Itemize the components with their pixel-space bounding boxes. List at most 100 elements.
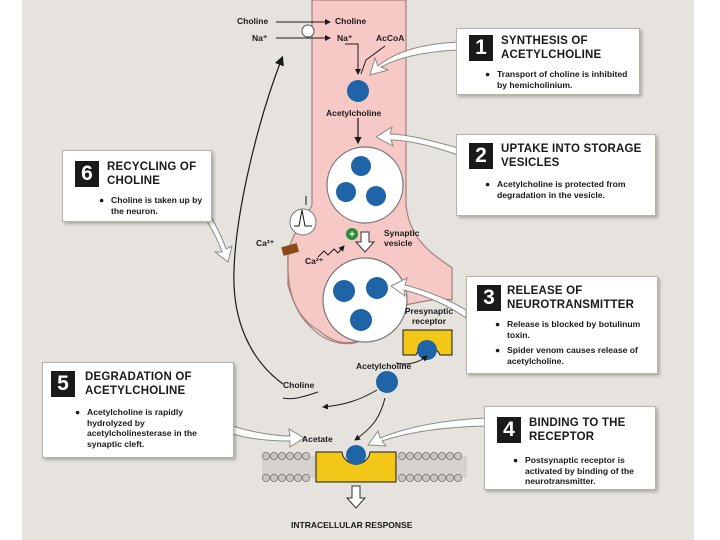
label-presynaptic-receptor: Presynaptic receptor xyxy=(404,306,454,326)
lipid-head xyxy=(405,473,414,482)
panel-bullet: ●Choline is taken up by the neuron. xyxy=(99,195,203,216)
lipid-head xyxy=(301,451,310,460)
panel-degradation: 5 DEGRADATION OF ACETYLCHOLINE ●Acetylch… xyxy=(42,362,234,458)
choline-from-cleft-line xyxy=(282,391,319,400)
lipid-head xyxy=(437,473,446,482)
panel-title: UPTAKE INTO STORAGE VESICLES xyxy=(501,143,642,169)
label-acetylcholine-synthesis: Acetylcholine xyxy=(326,108,382,118)
label-acetylcholine-cleft: Acetylcholine xyxy=(356,361,412,371)
storage-vesicle xyxy=(326,146,404,224)
lipid-head xyxy=(413,451,422,460)
cleft-acetylcholine xyxy=(376,371,398,393)
lipid-head xyxy=(397,473,406,482)
action-potential-trace xyxy=(294,209,312,227)
lipid-head xyxy=(445,451,454,460)
vesicle-molecule xyxy=(336,182,356,202)
panel-title: RECYCLING OF CHOLINE xyxy=(107,161,197,187)
lipid-head xyxy=(397,451,406,460)
lipid-head xyxy=(277,451,286,460)
lipid-head xyxy=(285,451,294,460)
action-potential-icon xyxy=(289,208,317,236)
label-choline-cleft: Choline xyxy=(283,380,315,390)
release-molecule xyxy=(366,277,388,299)
ach-to-receptor-arrow xyxy=(354,397,386,441)
vesicle-molecule xyxy=(366,186,386,206)
choline-transporter xyxy=(301,24,315,38)
label-acetate: Acetate xyxy=(302,434,333,444)
panel-synthesis: 1 SYNTHESIS OF ACETYLCHOLINE ●Transport … xyxy=(456,28,640,95)
vesicle-molecule xyxy=(351,156,371,176)
acetylcholine-molecule xyxy=(347,80,369,102)
panel-5-pointer xyxy=(229,424,305,448)
panel-1-pointer xyxy=(369,41,459,76)
recycling-arrow xyxy=(233,55,284,385)
label-calcium-outside: Ca²⁺ xyxy=(256,238,275,248)
panel-bullet: ●Transport of choline is inhibited by he… xyxy=(485,69,628,90)
lipid-head xyxy=(285,473,294,482)
vesicle-release-arrow xyxy=(354,231,376,253)
lipid-head xyxy=(301,473,310,482)
degradation-arrow xyxy=(322,389,378,410)
lipid-head xyxy=(261,451,270,460)
panel-title: BINDING TO THE RECEPTOR xyxy=(529,417,626,443)
lipid-head xyxy=(269,451,278,460)
panel-uptake: 2 UPTAKE INTO STORAGE VESICLES ●Acetylch… xyxy=(456,134,656,216)
panel-2-pointer xyxy=(374,125,459,156)
membrane-lipids xyxy=(261,451,462,482)
calcium-channel xyxy=(281,243,300,256)
plus-signal-icon xyxy=(346,228,358,240)
label-choline-outside: Choline xyxy=(237,16,269,26)
lipid-head xyxy=(293,451,302,460)
panel-recycling: 6 RECYCLING OF CHOLINE ●Choline is taken… xyxy=(62,150,212,222)
step-number-badge: 3 xyxy=(477,285,501,311)
choline-to-ach-arrow xyxy=(345,43,361,75)
receptor-bound-molecule xyxy=(417,340,437,360)
panel-bullet: ●Acetylcholine is rapidly hydrolyzed by … xyxy=(75,407,197,449)
label-intracellular-response: INTRACELLULAR RESPONSE xyxy=(291,520,413,530)
lipid-head xyxy=(453,473,462,482)
accoa-arrow xyxy=(360,45,386,75)
lipid-head xyxy=(445,473,454,482)
release-molecule xyxy=(350,309,372,331)
lipid-head xyxy=(277,473,286,482)
label-calcium-inside: Ca²⁺ xyxy=(305,256,324,266)
lipid-head xyxy=(429,451,438,460)
lipid-head xyxy=(453,451,462,460)
label-synaptic-vesicle: Synaptic vesicle xyxy=(384,228,420,248)
label-sodium-inside: Na⁺ xyxy=(337,33,353,43)
panel-title: DEGRADATION OF ACETYLCHOLINE xyxy=(85,371,192,397)
lipid-head xyxy=(429,473,438,482)
response-arrow xyxy=(345,485,367,509)
step-number-badge: 1 xyxy=(469,35,493,61)
panel-title: RELEASE OF NEUROTRANSMITTER xyxy=(507,285,635,311)
lipid-head xyxy=(269,473,278,482)
release-vesicle xyxy=(322,257,408,343)
lipid-head xyxy=(261,473,270,482)
panel-title: SYNTHESIS OF ACETYLCHOLINE xyxy=(501,35,602,61)
label-choline-inside: Choline xyxy=(335,16,367,26)
receptor-bound-molecule xyxy=(346,445,366,465)
panel-bullet: ●Acetylcholine is protected from degrada… xyxy=(485,179,626,200)
panel-bullet: ●Postsynaptic receptor is activated by b… xyxy=(513,455,634,486)
step-number-badge: 6 xyxy=(75,161,99,187)
lipid-head xyxy=(437,451,446,460)
lipid-head xyxy=(421,473,430,482)
panel-bullet: ●Spider venom causes release of acetylch… xyxy=(495,345,638,366)
panel-bullet: ●Release is blocked by botulinum toxin. xyxy=(495,319,641,340)
label-sodium-outside: Na⁺ xyxy=(252,33,268,43)
step-number-badge: 4 xyxy=(497,417,521,443)
lipid-head xyxy=(421,451,430,460)
panel-3-pointer xyxy=(390,277,467,319)
svg-text:+: + xyxy=(349,230,355,241)
lipid-head xyxy=(405,451,414,460)
lipid-head xyxy=(413,473,422,482)
presynaptic-binding-arrow xyxy=(395,355,428,365)
label-accoa: AcCoA xyxy=(376,33,405,43)
panel-release: 3 RELEASE OF NEUROTRANSMITTER ●Release i… xyxy=(466,276,658,374)
release-molecule xyxy=(333,280,355,302)
lipid-head xyxy=(293,473,302,482)
step-number-badge: 2 xyxy=(469,143,493,169)
panel-binding: 4 BINDING TO THE RECEPTOR ●Postsynaptic … xyxy=(484,406,656,490)
step-number-badge: 5 xyxy=(51,371,75,397)
